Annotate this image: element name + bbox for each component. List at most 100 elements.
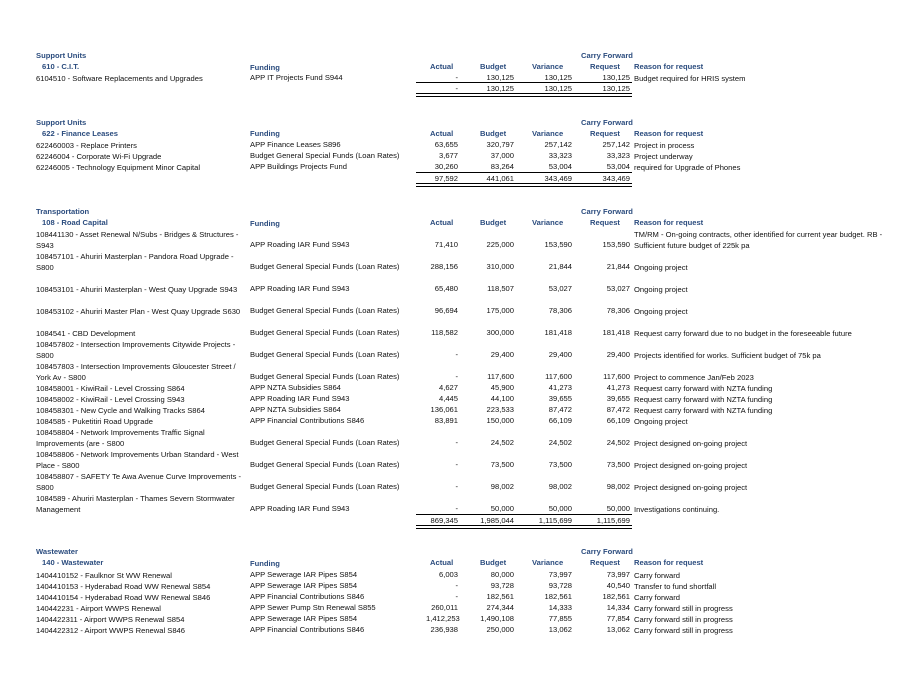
row-request: 73,997 (606, 570, 630, 579)
total-budget: 130,125 (486, 84, 514, 93)
row-funding: APP IT Projects Fund S944 (250, 73, 343, 82)
row-funding: Budget General Special Funds (Loan Rates… (250, 328, 400, 337)
row-funding: APP Financial Contributions S846 (250, 592, 365, 601)
row-description: 62246004 - Corporate Wi-Fi Upgrade (36, 152, 162, 161)
row-reason: Carry forward still in progress (634, 604, 733, 613)
header-request: Request (590, 558, 620, 567)
total-divider (416, 172, 632, 173)
row-variance: 78,306 (548, 306, 572, 315)
row-description: 622460003 - Replace Printers (36, 141, 137, 150)
header-funding: Funding (250, 63, 280, 72)
row-request: 21,844 (606, 262, 630, 271)
row-variance: 14,333 (548, 603, 572, 612)
row-variance: 53,027 (548, 284, 572, 293)
row-budget: 73,500 (490, 460, 514, 469)
row-funding: Budget General Special Funds (Loan Rates… (250, 306, 400, 315)
row-budget: 225,000 (486, 240, 514, 249)
row-description: 1404410153 - Hyderabad Road WW Renewal S… (36, 582, 211, 591)
row-actual: 4,627 (438, 383, 458, 392)
row-request: 78,306 (606, 306, 630, 315)
row-budget: 1,490,108 (480, 614, 514, 623)
row-reason: Ongoing project (634, 307, 688, 316)
row-request: 182,561 (602, 592, 630, 601)
row-description: 1084541 - CBD Development (36, 329, 136, 338)
row-actual: 136,061 (430, 405, 458, 414)
row-description: 108458002 - KiwiRail - Level Crossing S9… (36, 395, 185, 404)
header-funding: Funding (250, 219, 280, 228)
total-double-underline (416, 525, 632, 529)
section-subtitle: 610 - C.I.T. (42, 62, 80, 71)
row-reason: Carry forward still in progress (634, 615, 733, 624)
row-funding: APP NZTA Subsidies S864 (250, 405, 341, 414)
header-carry-forward: Carry Forward (581, 207, 633, 216)
row-description: 6104510 - Software Replacements and Upgr… (36, 74, 203, 83)
header-variance: Variance (532, 62, 564, 71)
row-budget: 24,502 (490, 438, 514, 447)
header-actual: Actual (430, 218, 454, 227)
row-actual: 65,480 (434, 284, 458, 293)
row-reason: Project to commence Jan/Feb 2023 (634, 373, 754, 382)
row-description: 108453102 - Ahuriri Master Plan - West Q… (36, 307, 241, 316)
header-variance: Variance (532, 218, 564, 227)
row-funding: Budget General Special Funds (Loan Rates… (250, 350, 400, 359)
header-carry-forward: Carry Forward (581, 547, 633, 556)
row-actual: 71,410 (434, 240, 458, 249)
row-reason: Transfer to fund shortfall (634, 582, 717, 591)
row-reason: Project designed on-going project (634, 439, 748, 448)
header-actual: Actual (430, 558, 454, 567)
row-budget: 98,002 (490, 482, 514, 491)
row-budget: 130,125 (486, 73, 514, 82)
row-variance: 53,004 (548, 162, 572, 171)
row-funding: Budget General Special Funds (Loan Rates… (250, 262, 400, 271)
row-actual: - (455, 438, 458, 447)
row-reason: Request carry forward with NZTA funding (634, 406, 773, 415)
row-funding: Budget General Special Funds (Loan Rates… (250, 372, 400, 381)
row-request: 117,600 (603, 372, 630, 381)
header-actual: Actual (430, 62, 454, 71)
row-actual: 83,891 (434, 416, 458, 425)
row-request: 13,062 (606, 625, 630, 634)
row-budget: 50,000 (490, 504, 514, 513)
row-description: 1404422311 - Airport WWPS Renewal S854 (36, 615, 185, 624)
total-variance: 343,469 (544, 174, 572, 183)
row-variance: 13,062 (548, 625, 572, 634)
row-reason: required for Upgrade of Phones (634, 163, 741, 172)
header-reason: Reason for request (634, 62, 704, 71)
row-variance: 24,502 (548, 438, 572, 447)
total-double-underline (416, 93, 632, 97)
row-reason: Investigations continuing. (634, 505, 720, 514)
row-description: 108457101 - Ahuriri Masterplan - Pandora… (36, 252, 234, 272)
section-title: Wastewater (36, 547, 78, 556)
row-funding: Budget General Special Funds (Loan Rates… (250, 438, 400, 447)
row-actual: - (455, 592, 458, 601)
row-budget: 118,507 (487, 284, 514, 293)
row-description: 108458806 - Network Improvements Urban S… (36, 450, 239, 470)
row-reason: TM/RM - On-going contracts, other identi… (634, 230, 883, 250)
row-request: 77,854 (606, 614, 630, 623)
row-description: 108453101 - Ahuriri Masterplan - West Qu… (36, 285, 238, 294)
header-reason: Reason for request (634, 558, 704, 567)
row-description: 62246005 - Technology Equipment Minor Ca… (36, 163, 201, 172)
row-variance: 66,109 (548, 416, 572, 425)
header-budget: Budget (480, 218, 507, 227)
row-request: 73,500 (606, 460, 630, 469)
row-variance: 50,000 (548, 504, 572, 513)
row-funding: APP Roading IAR Fund S943 (250, 240, 350, 249)
row-reason: Project designed on-going project (634, 483, 748, 492)
row-description: 108458804 - Network Improvements Traffic… (36, 428, 205, 448)
row-request: 153,590 (602, 240, 630, 249)
row-reason: Request carry forward with NZTA funding (634, 395, 773, 404)
row-budget: 182,561 (486, 592, 514, 601)
row-funding: APP Sewerage IAR Pipes S854 (250, 570, 358, 579)
header-budget: Budget (480, 129, 507, 138)
total-double-underline (416, 183, 632, 187)
row-funding: APP NZTA Subsidies S864 (250, 383, 341, 392)
row-funding: APP Financial Contributions S846 (250, 416, 365, 425)
section-title: Support Units (36, 51, 87, 60)
row-reason: Projects identified for works. Sufficien… (634, 351, 821, 360)
row-request: 53,004 (606, 162, 630, 171)
section-title: Support Units (36, 118, 87, 127)
row-variance: 73,500 (548, 460, 572, 469)
header-reason: Reason for request (634, 218, 704, 227)
